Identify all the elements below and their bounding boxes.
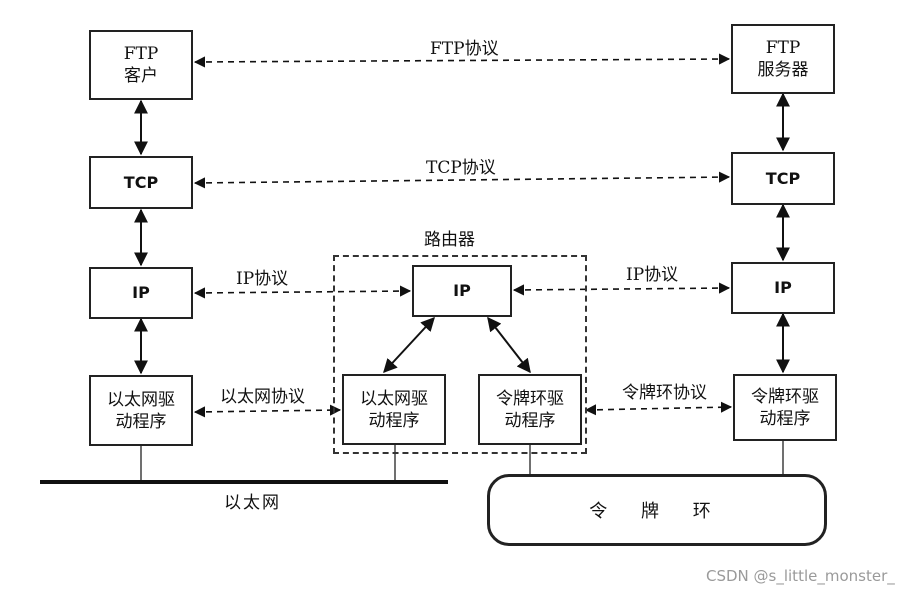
ftp-protocol-label: FTP协议	[430, 39, 499, 59]
ip-protocol-link-right	[512, 282, 731, 296]
ip-right-label: IP	[774, 278, 792, 297]
token-driver-router-box: 令牌环驱 动程序	[478, 374, 582, 445]
ethernet-protocol-label: 以太网协议	[220, 387, 305, 407]
link-router-ip-eth	[383, 316, 435, 374]
token-ring: 令 牌 环	[487, 474, 827, 546]
watermark: CSDN @s_little_monster_	[706, 567, 895, 585]
ip-left-label: IP	[132, 283, 150, 302]
tcp-right-label: TCP	[765, 168, 801, 188]
token-driver-right-label: 令牌环驱 动程序	[751, 386, 819, 429]
ip-protocol-label-left: IP协议	[236, 269, 289, 289]
ftp-server-box: FTP 服务器	[731, 24, 835, 94]
token-ring-label: 令 牌 环	[589, 501, 725, 522]
token-ring-protocol-link	[584, 401, 733, 416]
ip-left-box: IP	[89, 267, 193, 319]
token-driver-router-label: 令牌环驱 动程序	[496, 388, 564, 431]
tcp-left-box: TCP	[89, 156, 193, 209]
router-label: 路由器	[424, 230, 475, 250]
ip-protocol-label-right: IP协议	[626, 265, 679, 285]
ip-protocol-link-left	[193, 285, 412, 299]
eth-driver-left-box: 以太网驱 动程序	[89, 375, 193, 446]
ftp-client-label: FTP 客户	[123, 44, 159, 86]
tcp-protocol-label: TCP协议	[426, 158, 496, 178]
token-driver-right-box: 令牌环驱 动程序	[733, 374, 837, 441]
ip-right-box: IP	[731, 262, 835, 314]
eth-driver-router-box: 以太网驱 动程序	[342, 374, 446, 445]
link-router-ip-token	[487, 316, 531, 374]
ethernet-label: 以太网	[224, 493, 281, 513]
ip-router-label: IP	[453, 281, 471, 300]
eth-driver-router-label: 以太网驱 动程序	[360, 388, 428, 431]
ethernet-protocol-link	[193, 404, 342, 418]
ip-router-box: IP	[412, 265, 512, 317]
tcp-protocol-link	[193, 171, 731, 189]
token-ring-protocol-label: 令牌环协议	[622, 383, 707, 403]
router-frame	[333, 255, 587, 454]
eth-driver-left-label: 以太网驱 动程序	[107, 389, 175, 432]
ftp-server-label: FTP 服务器	[757, 38, 809, 80]
tcp-right-box: TCP	[731, 152, 835, 205]
tcp-left-label: TCP	[123, 172, 159, 192]
ftp-protocol-link	[193, 53, 731, 68]
ftp-client-box: FTP 客户	[89, 30, 193, 100]
